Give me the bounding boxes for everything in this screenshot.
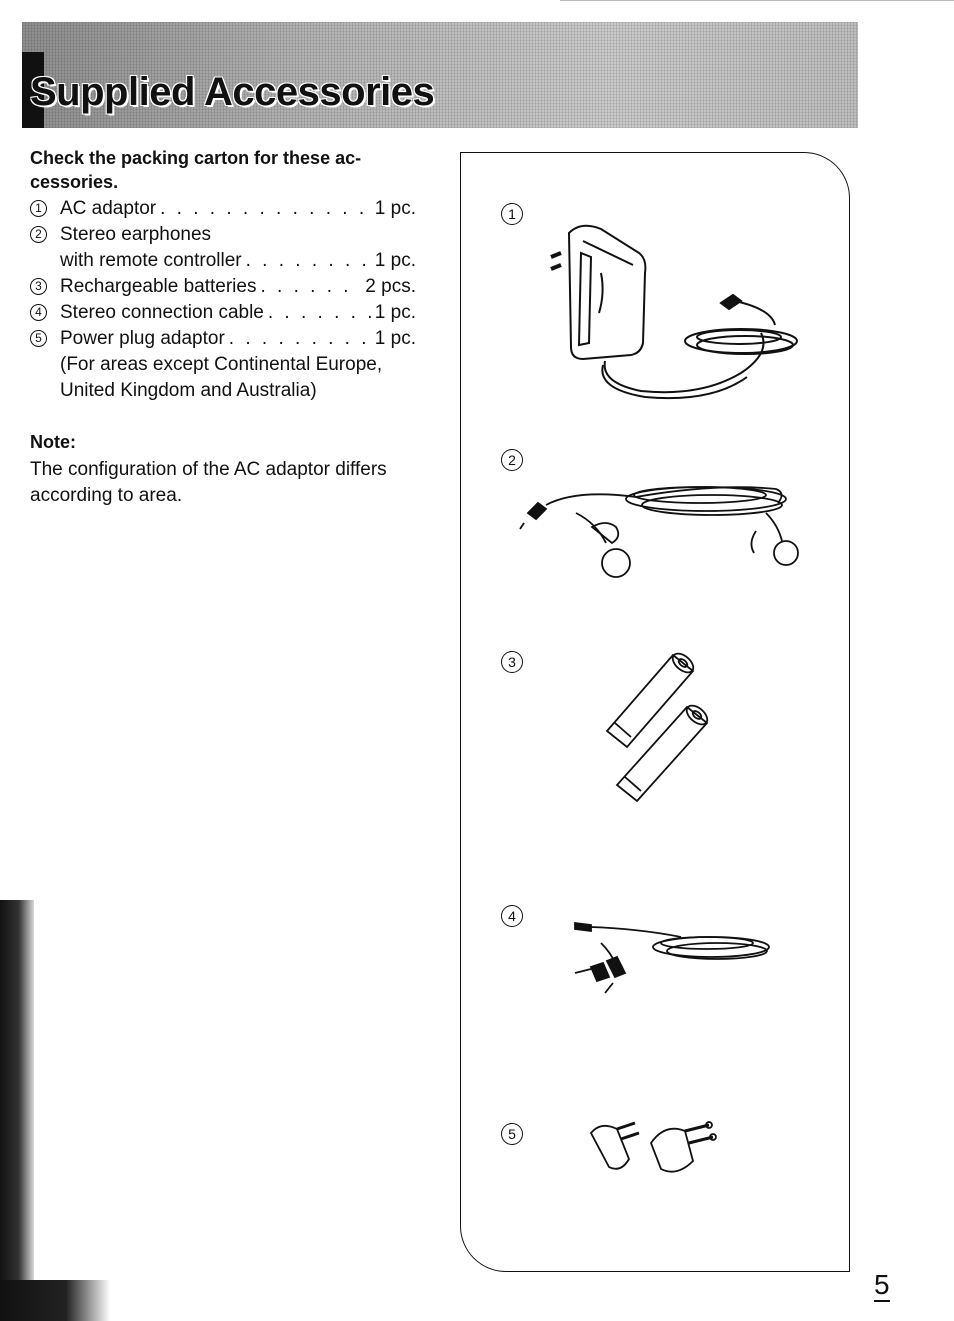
list-item: 5 Power plug adaptor 1 pc. (For areas ex… [30, 326, 416, 404]
page-edge-shadow [0, 900, 34, 1321]
list-item: 1 AC adaptor 1 pc. [30, 196, 416, 222]
earphones-icon [519, 486, 799, 578]
dot-leader [160, 196, 371, 222]
panel-number: 3 [501, 651, 523, 673]
page-edge-shadow-base [0, 1280, 110, 1321]
banner-left-block [22, 52, 44, 128]
item-quantity: 2 pcs. [365, 276, 416, 297]
batteries-icon [605, 652, 709, 803]
list-item: 3 Rechargeable batteries 2 pcs. [30, 274, 416, 300]
accessory-illustration-panel: 1 2 [460, 152, 850, 1272]
item-number: 5 [30, 330, 47, 347]
item-subname: with remote controller [60, 250, 242, 271]
ac-adaptor-icon [550, 224, 798, 400]
dot-leader [268, 300, 371, 326]
accessory-list: 1 AC adaptor 1 pc. 2 Stereo earphones wi… [30, 196, 416, 404]
panel-number: 4 [501, 905, 523, 927]
page-title: Supplied Accessories [30, 70, 435, 114]
panel-number: 1 [501, 203, 523, 225]
intro-text: Check the packing carton for these ac-ce… [30, 148, 362, 192]
title-banner [22, 22, 858, 128]
item-name: AC adaptor [60, 198, 157, 219]
item-name: Power plug adaptor [60, 328, 225, 349]
note-text: The configuration of the AC adaptor diff… [30, 459, 387, 506]
item-quantity: 1 pc. [374, 250, 416, 271]
item-name: Rechargeable batteries [60, 276, 257, 297]
connection-cable-icon [574, 921, 770, 994]
plug-adaptor-icon [589, 1121, 717, 1173]
top-rule [560, 0, 954, 1]
dot-leader [260, 274, 361, 300]
item-number: 1 [30, 200, 47, 217]
item-number: 2 [30, 226, 47, 243]
item-quantity: 1 pc. [374, 198, 416, 219]
panel-number: 2 [501, 449, 523, 471]
item-quantity: 1 pc. [374, 302, 416, 323]
note-section: Note: The configuration of the AC adapto… [30, 432, 430, 509]
item-quantity: 1 pc. [374, 328, 416, 349]
item-number: 4 [30, 304, 47, 321]
item-name: Stereo earphones [60, 224, 212, 245]
note-heading: Note: [30, 432, 76, 452]
page-number: 5 [874, 1269, 890, 1302]
list-item: 4 Stereo connection cable 1 pc. [30, 300, 416, 326]
item-extra: (For areas except Continental Europe, Un… [60, 354, 383, 401]
dot-leader [246, 248, 371, 274]
item-number: 3 [30, 278, 47, 295]
item-name: Stereo connection cable [60, 302, 264, 323]
panel-number: 5 [501, 1123, 523, 1145]
list-item: 2 Stereo earphones with remote controlle… [30, 222, 416, 274]
dot-leader [229, 326, 371, 352]
